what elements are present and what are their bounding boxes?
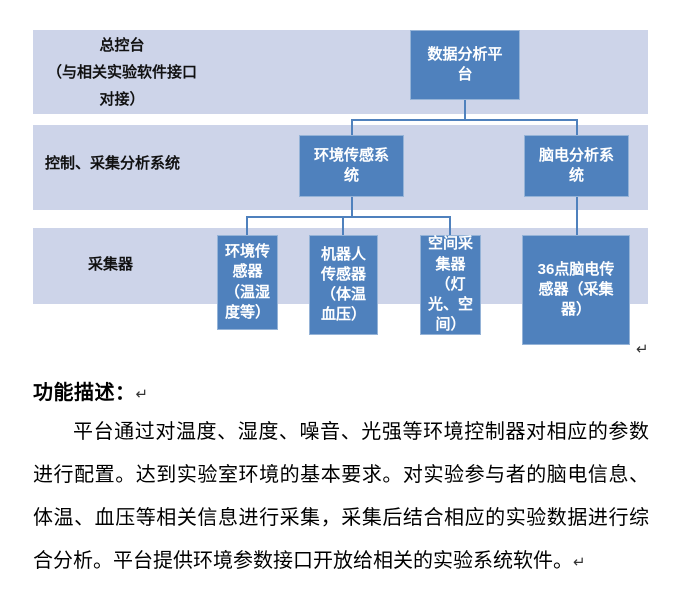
connector-to-space-collector (449, 218, 451, 235)
paragraph-return-mark: ↵ (636, 340, 649, 358)
band-master-console-label: 总控台 （与相关实验软件接口 对接） (33, 32, 211, 113)
connector-to-robot-sensor (342, 218, 344, 235)
description-heading-row: 功能描述：↵ (33, 376, 148, 405)
band-control-analysis-label: 控制、采集分析系统 (45, 155, 181, 172)
connector-level1-horizontal (351, 119, 578, 121)
node-eeg-analysis-system: 脑电分析系统 (524, 135, 629, 197)
system-architecture-diagram: 总控台 （与相关实验软件接口 对接） 控制、采集分析系统 采集器 数据分析平台 … (33, 30, 649, 358)
description-paragraph: 平台通过对温度、湿度、噪音、光强等环境控制器对相应的参数进行配置。达到实验室环境… (33, 411, 649, 584)
connector-to-eeg-sensor (576, 197, 578, 235)
description-text: 平台通过对温度、湿度、噪音、光强等环境控制器对相应的参数进行配置。达到实验室环境… (33, 421, 649, 572)
connector-to-env-system (351, 121, 353, 135)
node-robot-sensor: 机器人传感器（体温血压） (309, 235, 378, 335)
band-collector-label: 采集器 (88, 256, 134, 273)
band-label-line: （与相关实验软件接口 (46, 64, 197, 81)
connector-env-system-down (351, 197, 353, 217)
band-master-console (33, 30, 648, 114)
connector-to-env-sensor (246, 218, 248, 235)
node-data-analysis-platform: 数据分析平台 (410, 30, 520, 100)
description-heading: 功能描述： (33, 382, 136, 404)
node-environment-sensor: 环境传感器（温湿度等） (217, 235, 278, 330)
node-36pt-eeg-sensor: 36点脑电传感器（采集器） (522, 235, 630, 345)
node-environment-sensing-system: 环境传感系统 (299, 135, 404, 197)
connector-platform-down (464, 100, 466, 121)
paragraph-return-mark: ↵ (573, 553, 586, 571)
connector-level2-horizontal (246, 216, 451, 218)
band-label-line: 对接） (99, 91, 145, 108)
connector-to-eeg-system (576, 121, 578, 135)
band-label-line: 总控台 (99, 37, 145, 54)
node-space-collector: 空间采集器（灯光、空间） (420, 235, 481, 335)
paragraph-return-mark: ↵ (135, 385, 149, 403)
